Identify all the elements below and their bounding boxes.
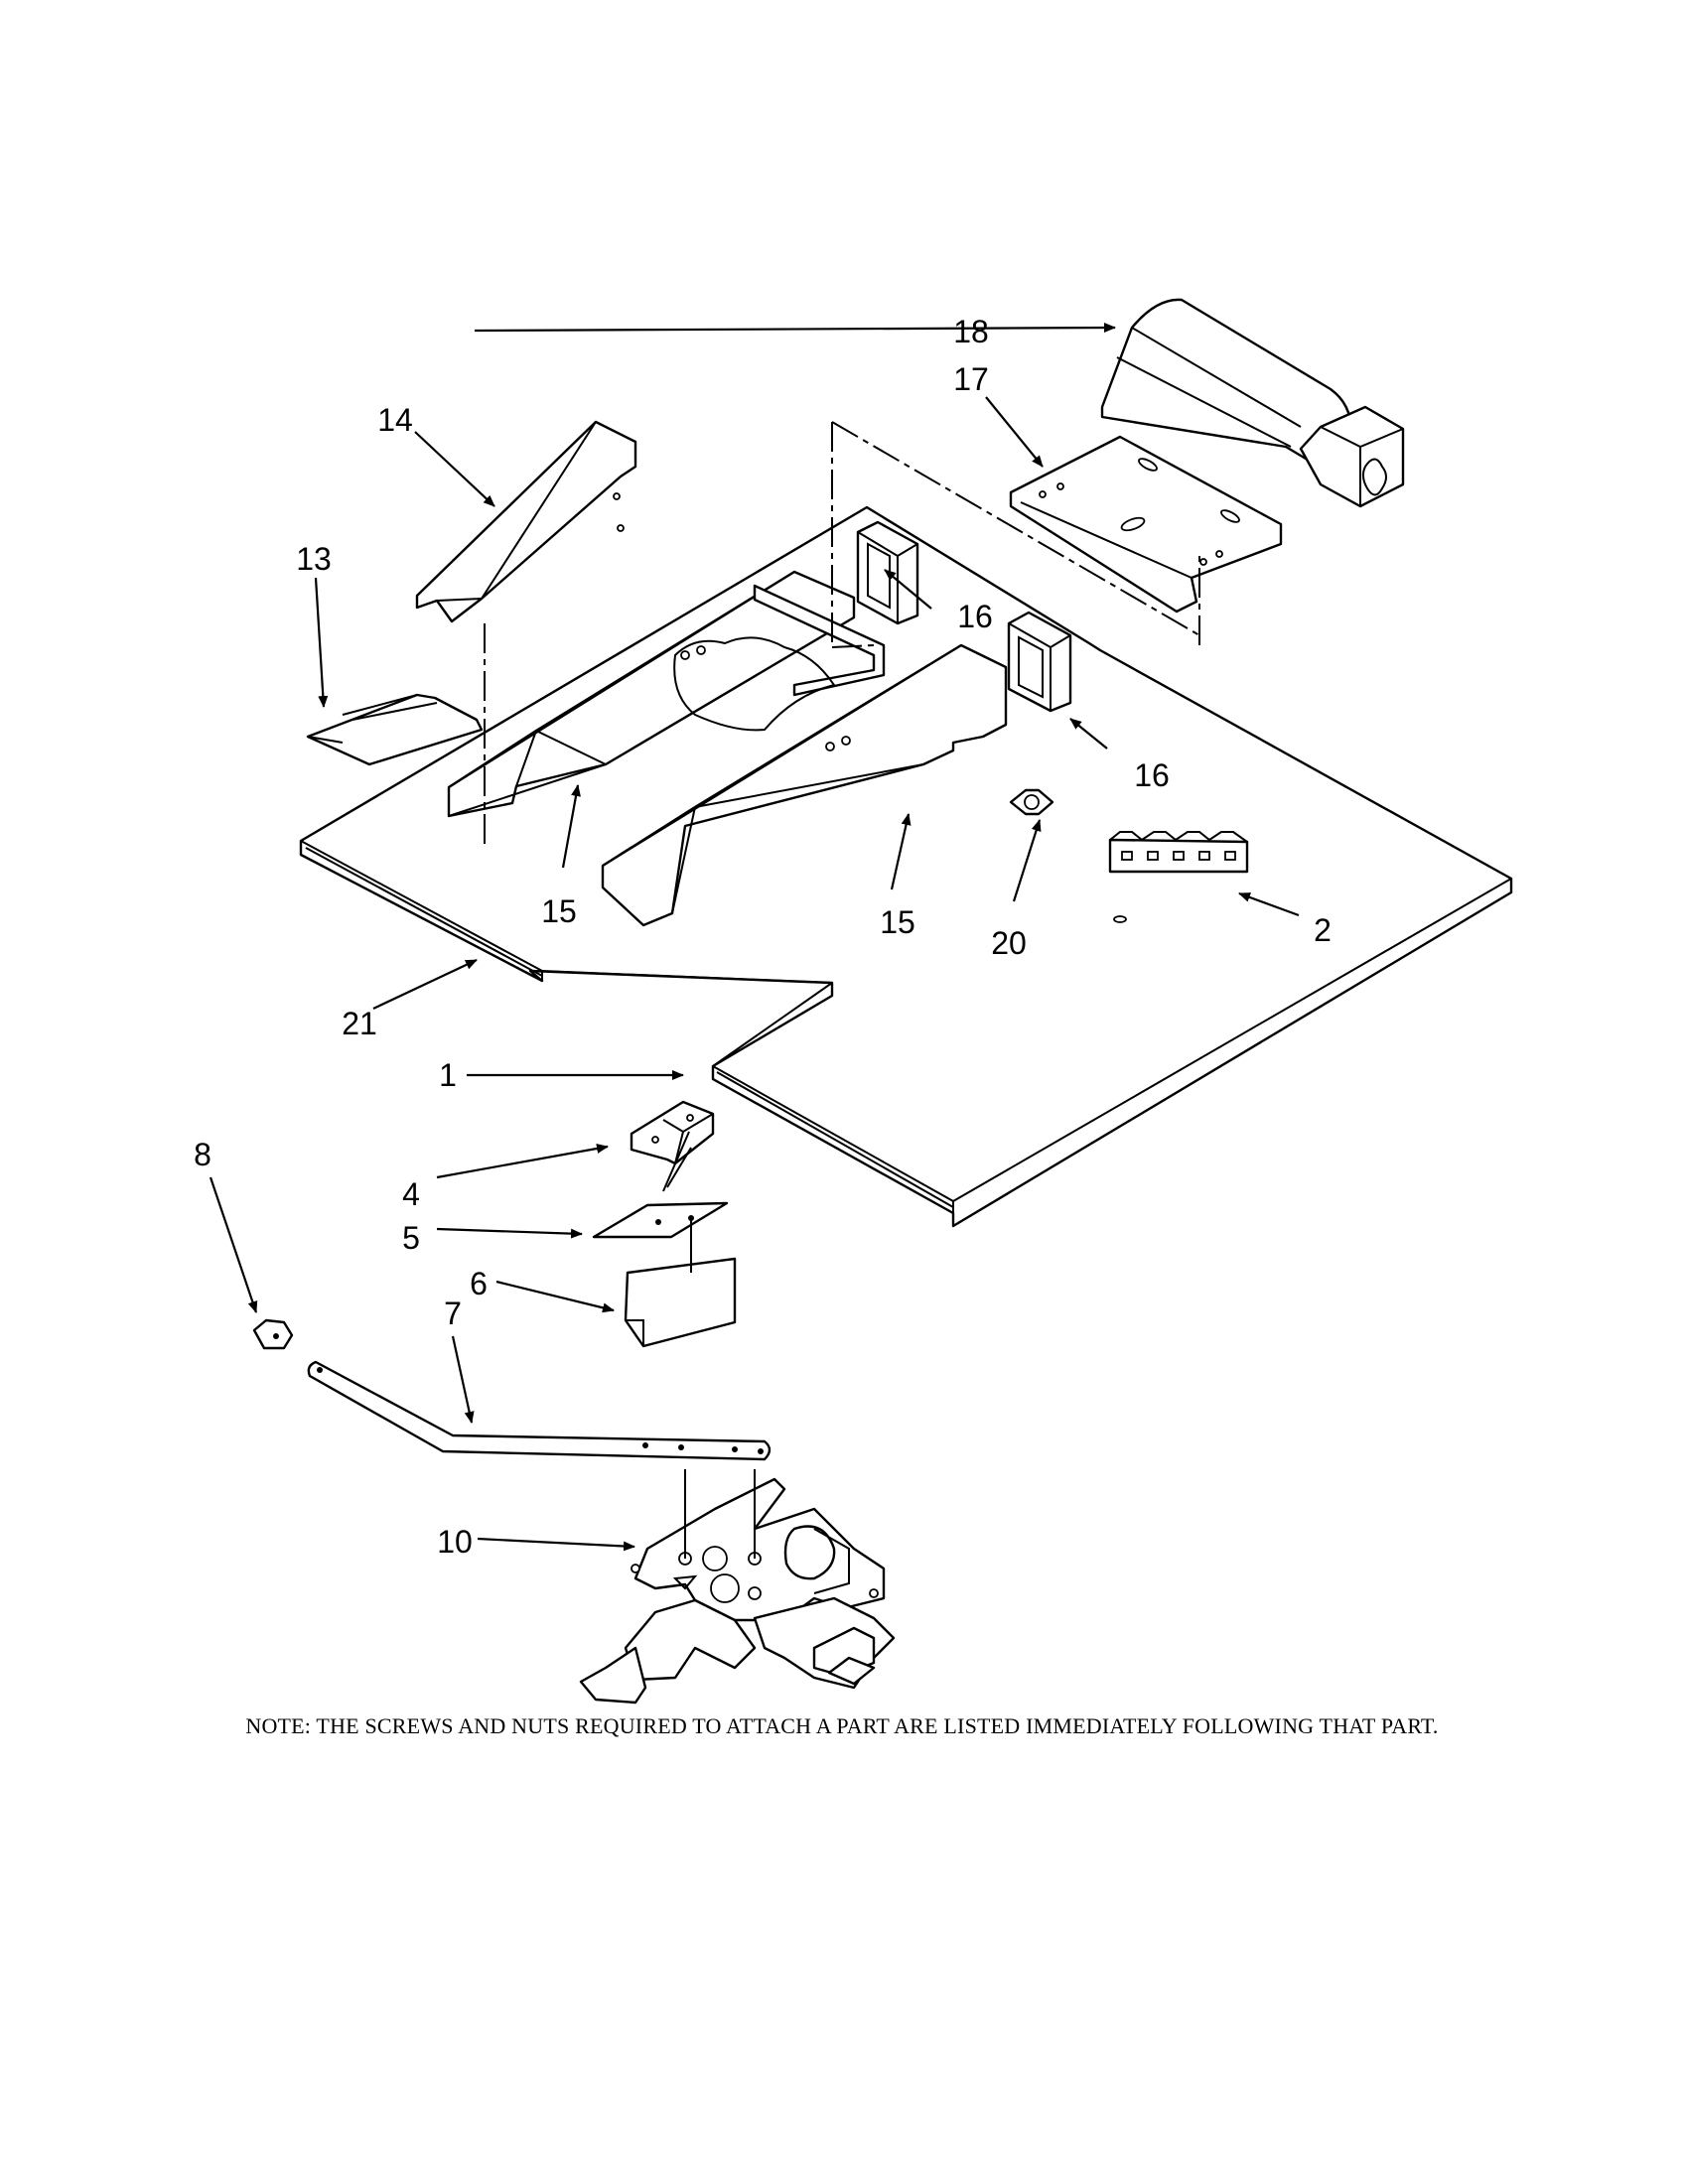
callout-5: 5 <box>402 1220 420 1256</box>
callout-7: 7 <box>444 1296 462 1331</box>
callout-17: 17 <box>953 361 989 397</box>
terminal-block-part-2 <box>1108 831 1249 923</box>
spacer-part-16-right <box>1007 611 1072 713</box>
callout-4: 4 <box>402 1176 420 1212</box>
trim-part-14 <box>415 420 637 623</box>
callout-1: 1 <box>439 1057 457 1093</box>
callout-leaders <box>209 323 1300 1552</box>
callout-2: 2 <box>1314 912 1332 948</box>
callout-8: 8 <box>194 1137 211 1172</box>
callout-16-lower: 16 <box>1134 757 1170 793</box>
shield-part-6 <box>624 1257 737 1348</box>
callout-14: 14 <box>377 402 413 438</box>
motor-part-18 <box>1100 298 1405 508</box>
plate-part-5 <box>592 1201 729 1239</box>
assembly-lines <box>484 421 1200 1273</box>
nut-part-8 <box>252 1318 294 1350</box>
main-panel-part-21 <box>299 505 1513 1228</box>
duct-part-15-left <box>447 570 886 818</box>
callout-20: 20 <box>991 925 1027 961</box>
callout-labels: 18 17 14 13 16 16 15 15 20 2 21 1 8 4 5 … <box>194 314 1332 1560</box>
bracket-part-13 <box>306 693 484 766</box>
duct-part-15-right <box>601 643 1008 927</box>
footnote: NOTE: THE SCREWS AND NUTS REQUIRED TO AT… <box>245 1713 1439 1738</box>
callout-6: 6 <box>470 1266 488 1301</box>
part-20 <box>1009 788 1054 816</box>
callout-15-left: 15 <box>541 893 577 929</box>
latch-part-10 <box>579 1469 896 1705</box>
callout-10: 10 <box>437 1524 473 1560</box>
callout-16-upper: 16 <box>957 599 993 634</box>
link-arm-part-7 <box>307 1360 772 1461</box>
plate-part-17 <box>1009 435 1283 614</box>
callout-21: 21 <box>342 1006 377 1041</box>
callout-13: 13 <box>296 541 332 577</box>
callout-18: 18 <box>953 314 989 349</box>
switch-part-4 <box>630 1100 715 1192</box>
callout-15-right: 15 <box>880 904 915 940</box>
